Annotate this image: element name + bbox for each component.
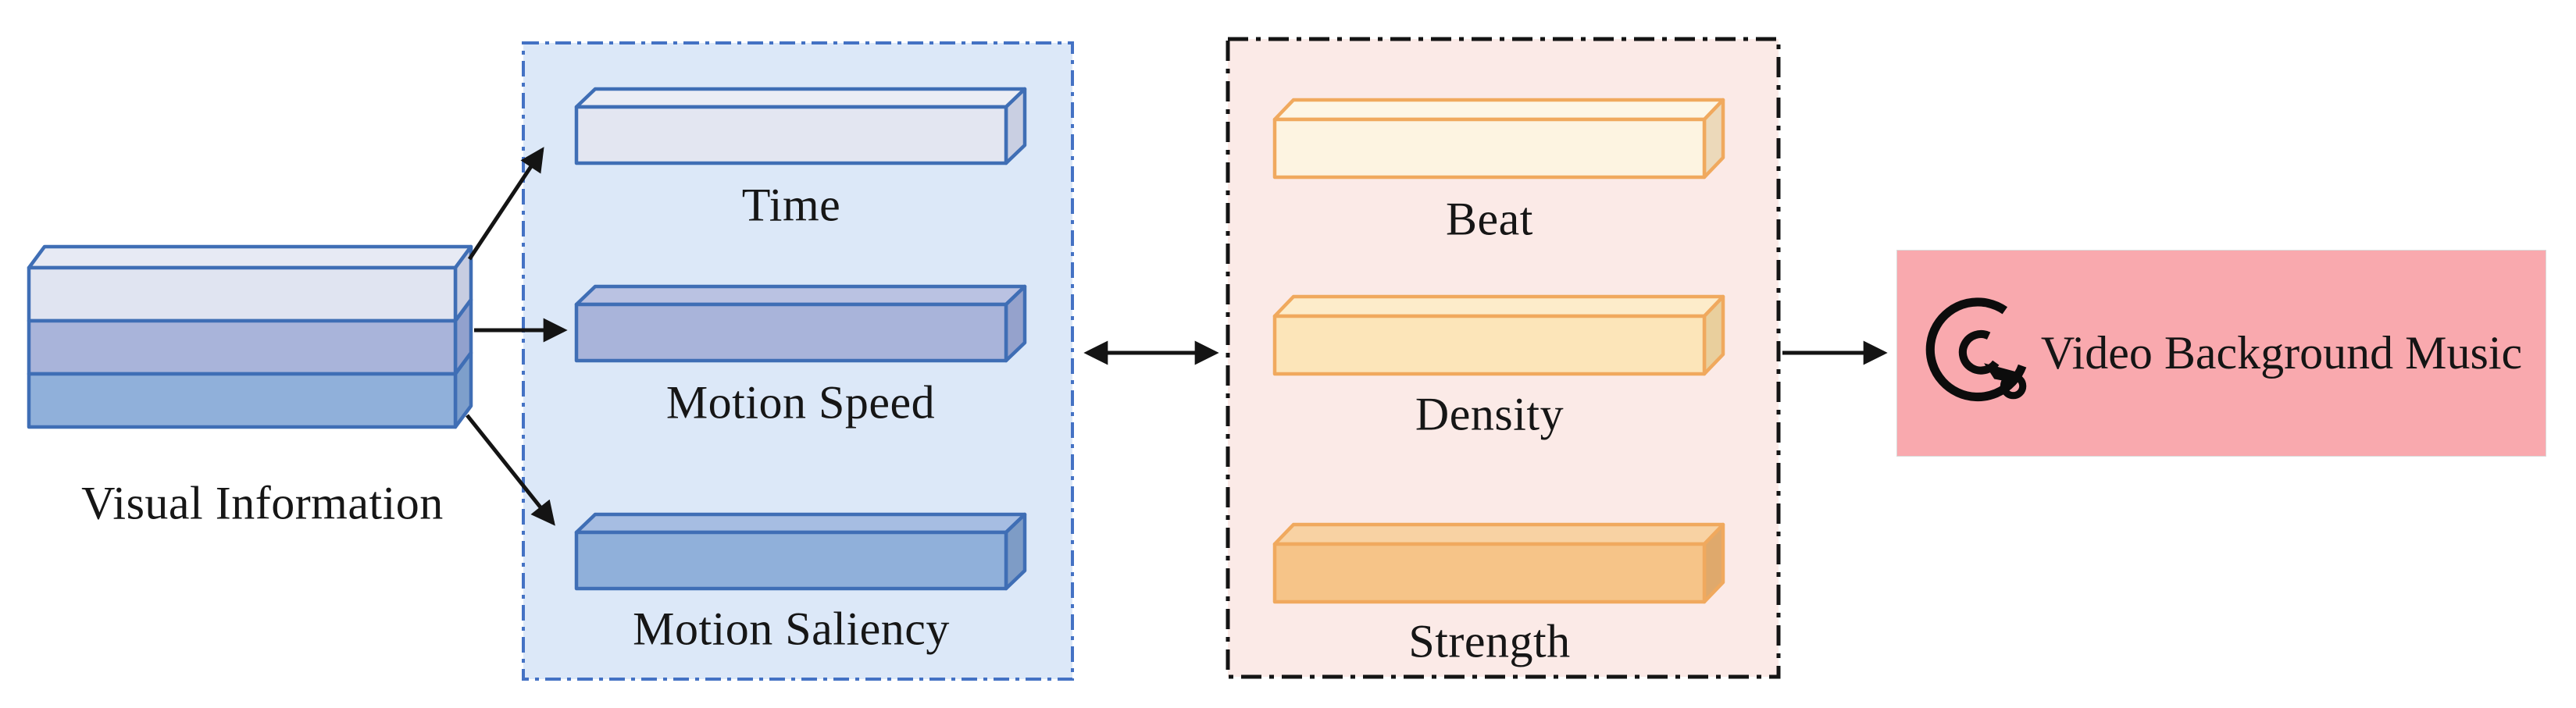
strength-bar: [1272, 522, 1725, 604]
arrows: [466, 147, 1888, 526]
visual-information-label: Visual Information: [81, 477, 444, 529]
strength-label: Strength: [1408, 615, 1571, 667]
music-note-icon: [1925, 297, 2027, 401]
video-background-music-box: Video Background Music: [1896, 250, 2546, 457]
time-label: Time: [741, 179, 841, 231]
time-bar: [574, 87, 1027, 165]
motion-saliency-bar: [574, 512, 1027, 591]
video-background-music-label: Video Background Music: [2040, 327, 2523, 379]
beat-bar: [1272, 98, 1725, 180]
beat-label: Beat: [1446, 193, 1533, 245]
visual-information-stack: [27, 244, 473, 429]
motion-speed-label: Motion Speed: [665, 376, 936, 429]
arrow-to-motion-saliency: [466, 414, 555, 526]
density-bar: [1272, 294, 1725, 376]
arrow-to-time: [467, 147, 544, 261]
motion-speed-bar: [574, 284, 1027, 363]
density-label: Density: [1415, 388, 1565, 440]
motion-saliency-label: Motion Saliency: [633, 603, 950, 655]
